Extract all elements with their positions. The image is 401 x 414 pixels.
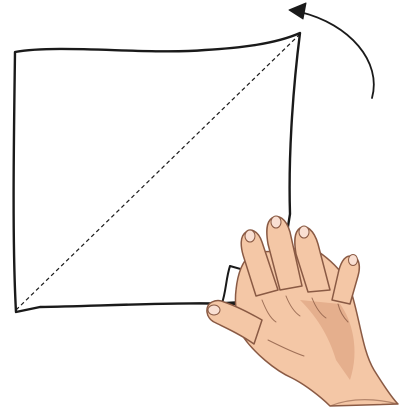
little-fingernail: [349, 255, 358, 266]
ring-fingernail: [299, 226, 309, 238]
fold-arrow-shaft: [300, 12, 374, 98]
middle-fingernail: [271, 216, 281, 228]
thumbnail: [208, 305, 220, 315]
curved-arrow-icon: [289, 3, 306, 19]
index-fingernail: [245, 230, 255, 242]
